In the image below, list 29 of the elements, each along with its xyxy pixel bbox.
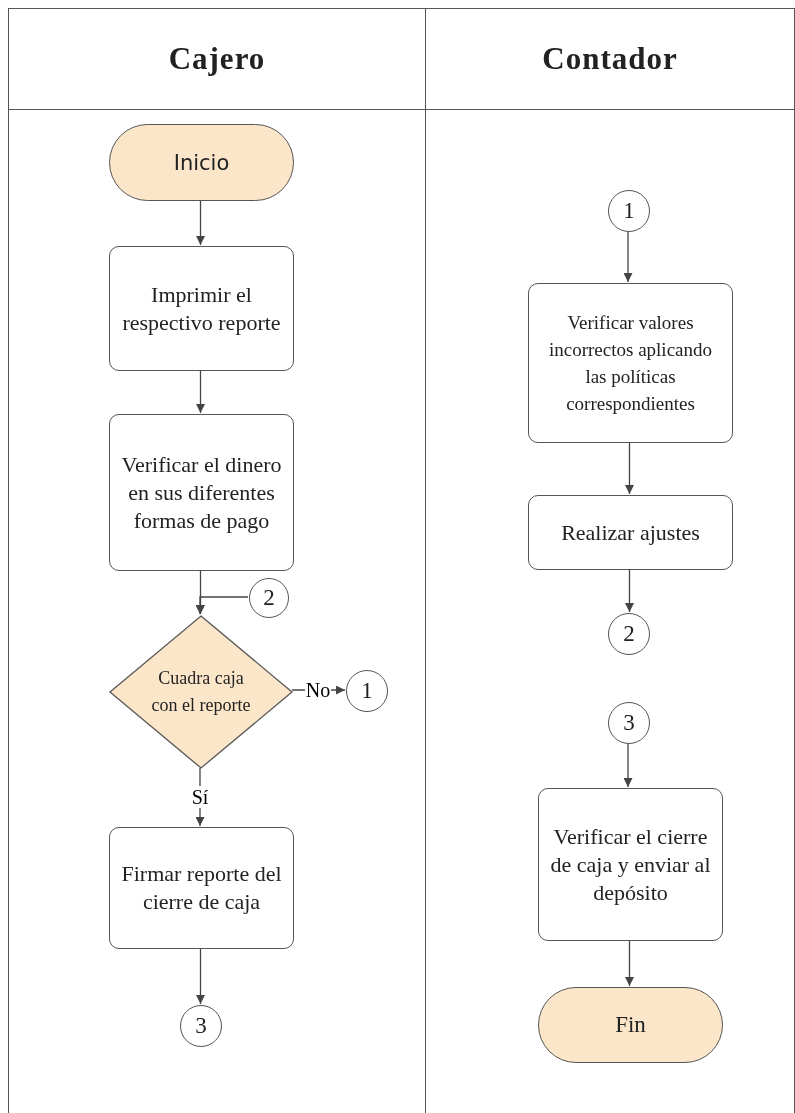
lane-title: Cajero — [168, 41, 266, 77]
process-box: Verificar el cierre de caja y enviar al depósito — [538, 788, 723, 941]
process-box: Imprimir el respectivo reporte — [109, 246, 294, 371]
arrow — [196, 199, 205, 246]
arrow — [196, 947, 205, 1005]
process-box: Realizar ajustes — [528, 495, 733, 570]
connector-circle: 3 — [608, 702, 650, 744]
edge-label: Sí — [190, 786, 210, 808]
connector-circle: 1 — [608, 190, 650, 232]
arrow — [623, 230, 633, 283]
arrow — [625, 441, 634, 495]
decision-text: Cuadra caja con el reporte — [150, 667, 252, 717]
swimlane — [425, 8, 795, 1113]
arrow — [625, 939, 634, 987]
arrow — [195, 596, 249, 615]
terminal-shape: Fin — [538, 987, 723, 1063]
process-box: Verificar valores incorrectos aplicando las políticas correspondientes — [528, 283, 733, 443]
arrow — [623, 742, 633, 788]
connector-circle: 2 — [249, 578, 289, 618]
connector-circle: 2 — [608, 613, 650, 655]
process-box: Verificar el dinero en sus diferentes formas de pago — [109, 414, 294, 571]
arrow — [625, 568, 634, 613]
connector-circle: 1 — [346, 670, 388, 712]
swimlane — [8, 8, 426, 1113]
process-box: Firmar reporte del cierre de caja — [109, 827, 294, 949]
lane-title: Contador — [542, 41, 678, 77]
terminal-shape: Inicio — [109, 124, 294, 201]
arrow — [196, 369, 205, 414]
connector-circle: 3 — [180, 1005, 222, 1047]
